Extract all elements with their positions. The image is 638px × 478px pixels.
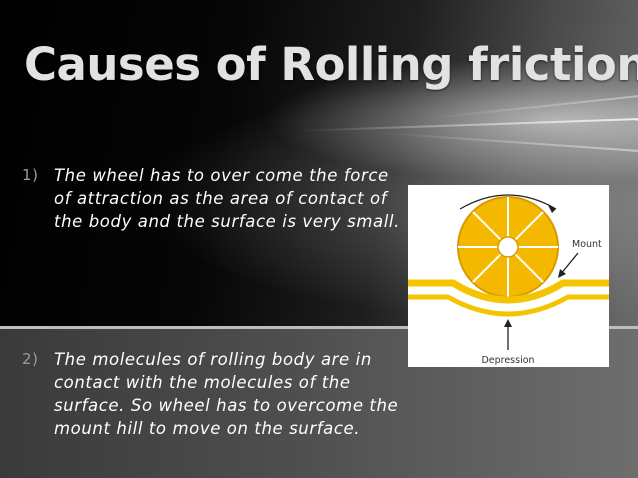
- diagram-svg: Mount Depression: [408, 194, 609, 366]
- mount-arrow: [559, 252, 579, 276]
- wheel-hub: [497, 236, 519, 258]
- rolling-wheel-diagram: Mount Depression: [408, 185, 609, 367]
- rotation-arrowhead: [548, 205, 556, 213]
- mount-label: Mount: [572, 239, 602, 250]
- bullet-text: The molecules of rolling body are in con…: [54, 350, 399, 438]
- depression-label: Depression: [481, 355, 534, 366]
- rotation-arrow: [459, 194, 557, 210]
- mount-arrowhead: [558, 269, 566, 278]
- divider-line: [0, 326, 638, 329]
- bullet-number: 2): [22, 350, 39, 368]
- bullet-item: 1) The wheel has to over come the force …: [22, 164, 402, 233]
- surface-top: [408, 279, 609, 304]
- bullet-number: 1): [22, 166, 39, 184]
- bullet-item: 2) The molecules of rolling body are in …: [22, 348, 412, 440]
- surface-bottom: [408, 294, 609, 317]
- slide-title: Causes of Rolling friction: [24, 38, 638, 91]
- bullet-text: The wheel has to over come the force of …: [54, 166, 400, 231]
- depression-arrowhead: [504, 319, 512, 327]
